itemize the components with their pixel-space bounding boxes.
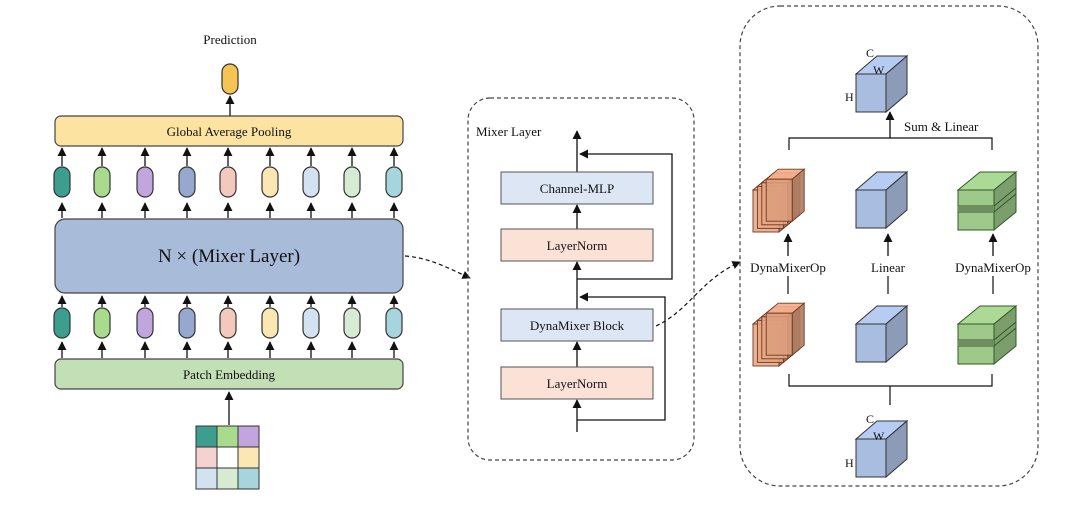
token: [93, 166, 111, 198]
mixer-layer-label: N × (Mixer Layer): [158, 246, 300, 267]
token: [178, 307, 196, 339]
residual-bottom: [577, 292, 666, 421]
dynamixer-block-label: DynaMixer Block: [530, 318, 625, 333]
dynamixer-block-box: [500, 308, 654, 342]
token: [136, 307, 154, 339]
image-patch: [195, 467, 218, 490]
global-average-pooling-label: Global Average Pooling: [167, 124, 292, 139]
input-image-grid: [195, 425, 260, 490]
split-bracket: [788, 374, 993, 387]
bottom-cube-h-label: H: [845, 456, 854, 470]
token: [53, 307, 71, 339]
op-left-label: DynaMixerOp: [750, 260, 826, 275]
global-average-pooling-box: [54, 115, 404, 147]
dynamixer-op-left-in-cube: [751, 302, 806, 367]
mixer-layer-panel: [467, 97, 695, 461]
layernorm-top-box: [500, 228, 654, 262]
bottom-cube-c-label: C: [866, 412, 874, 426]
token: [261, 307, 279, 339]
token: [302, 166, 320, 198]
token: [385, 307, 403, 339]
middle-panel: Mixer Layer Channel-MLP LayerNorm DynaMi…: [467, 97, 695, 461]
token: [343, 166, 361, 198]
dynamixer-op-right-out-cube: [956, 170, 1018, 232]
left-panel: Prediction Global Average Pooling N × (M…: [53, 32, 404, 490]
token: [136, 166, 154, 198]
top-cube-c-label: C: [866, 46, 874, 60]
prediction-label: Prediction: [203, 32, 257, 47]
token: [93, 307, 111, 339]
linear-in-cube: [854, 304, 909, 364]
sum-linear-label: Sum & Linear: [904, 119, 979, 134]
token: [219, 166, 237, 198]
op-mid-label: Linear: [871, 260, 906, 275]
dynamixer-detail-panel: [739, 5, 1039, 487]
top-cube-h-label: H: [845, 90, 854, 104]
input-cube: [854, 419, 909, 479]
linear-out-cube: [854, 170, 909, 230]
mixer-layer-box: [54, 218, 404, 294]
layernorm-bottom-label: LayerNorm: [547, 376, 608, 391]
mixer-layer-title: Mixer Layer: [476, 124, 542, 139]
layernorm-bottom-box: [500, 366, 654, 400]
token: [302, 307, 320, 339]
token: [385, 166, 403, 198]
output-cube: [854, 54, 909, 114]
sum-bracket: [788, 137, 993, 150]
bottom-cube-w-label: W: [873, 429, 885, 443]
top-token-row: [53, 147, 403, 218]
image-patch: [195, 425, 218, 448]
cube-group: [751, 54, 1018, 479]
channel-mlp-box: [500, 171, 654, 205]
image-patch: [216, 467, 239, 490]
layernorm-top-label: LayerNorm: [547, 238, 608, 253]
image-patch: [237, 446, 260, 469]
channel-mlp-label: Channel-MLP: [540, 181, 614, 196]
image-patch: [195, 446, 218, 469]
bottom-token-row: [53, 295, 403, 358]
patch-embedding-label: Patch Embedding: [183, 367, 276, 382]
token: [343, 307, 361, 339]
token: [219, 307, 237, 339]
top-cube-w-label: W: [873, 63, 885, 77]
image-patch: [216, 446, 239, 469]
token: [53, 166, 71, 198]
token: [261, 166, 279, 198]
residual-top: [577, 149, 673, 280]
image-patch: [216, 425, 239, 448]
output-token: [221, 63, 239, 95]
connector-left-to-middle: [404, 255, 471, 279]
patch-embedding-box: [54, 358, 404, 390]
right-panel: C W H Sum & Linear DynaMixerOp Linear Dy…: [739, 5, 1039, 487]
image-patch: [237, 425, 260, 448]
dynamixer-op-right-in-cube: [956, 304, 1018, 366]
image-patch: [237, 467, 260, 490]
op-right-label: DynaMixerOp: [955, 260, 1031, 275]
connector-middle-to-right: [655, 261, 741, 327]
dynamixer-op-left-out-cube: [751, 168, 806, 233]
token: [178, 166, 196, 198]
